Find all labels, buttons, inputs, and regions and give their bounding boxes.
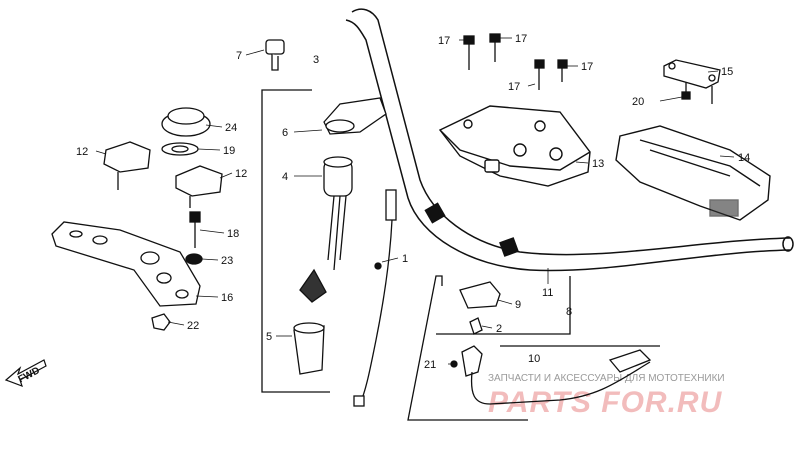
ignition-key [265, 39, 285, 71]
forward-direction-indicator: FWD [4, 359, 47, 388]
clutch-switch-group [407, 275, 660, 421]
callout-8: 8 [566, 306, 572, 318]
callout-13: 13 [592, 158, 604, 170]
bolts [463, 33, 691, 102]
callout-17-a: 17 [438, 35, 450, 47]
callout-1: 1 [402, 253, 408, 265]
handlebar [345, 8, 794, 272]
upper-holder [438, 105, 591, 187]
callout-22: 22 [187, 320, 199, 332]
callout-17-c: 17 [508, 81, 520, 93]
callout-7: 7 [236, 50, 242, 62]
handlebar-cover [615, 125, 771, 221]
callout-4: 4 [282, 171, 288, 183]
callout-labels: 7 3 6 4 5 1 24 19 12 12 18 23 16 22 17 1… [76, 33, 750, 371]
bracket [663, 59, 721, 104]
callout-3: 3 [313, 54, 319, 66]
callout-14: 14 [738, 152, 750, 164]
callout-17-d: 17 [581, 61, 593, 73]
callout-18: 18 [227, 228, 239, 240]
watermark-caption: ЗАПЧАСТИ И АКСЕССУАРЫ ДЛЯ МОТОТЕХНИКИ [488, 373, 725, 384]
callout-23: 23 [221, 255, 233, 267]
callout-11: 11 [542, 287, 553, 299]
callout-12-right: 12 [235, 168, 247, 180]
callout-21: 21 [424, 359, 436, 371]
callout-24: 24 [225, 122, 237, 134]
arrow-icon [4, 359, 47, 388]
callout-15: 15 [721, 66, 733, 78]
ignition-switch-group [261, 89, 387, 393]
callout-12-left: 12 [76, 146, 88, 158]
callout-6: 6 [282, 127, 288, 139]
callout-9: 9 [515, 299, 521, 311]
callout-20: 20 [632, 96, 644, 108]
watermark: PARTS FOR.RU ЗАПЧАСТИ И АКСЕССУАРЫ ДЛЯ М… [488, 373, 725, 419]
callout-16: 16 [221, 292, 233, 304]
callout-19: 19 [223, 145, 235, 157]
callout-5: 5 [266, 331, 272, 343]
callout-2: 2 [496, 323, 502, 335]
mounting-parts [51, 107, 223, 331]
leader-lines [95, 37, 735, 365]
callout-17-b: 17 [515, 33, 527, 45]
callout-10: 10 [528, 353, 540, 365]
throttle-cable [353, 189, 397, 407]
